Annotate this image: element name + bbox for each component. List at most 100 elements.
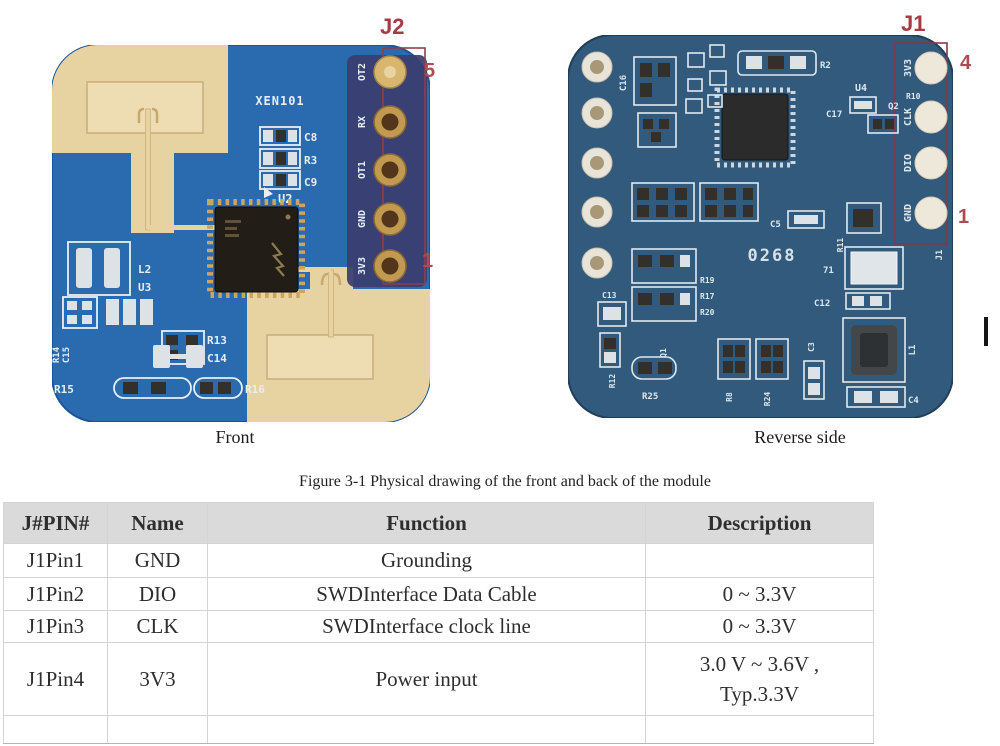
silkscreen-r24: R24 [763,392,772,407]
component-box [846,202,882,234]
feed-connector-bottom [298,267,331,272]
figure-caption: Figure 3-1 Physical drawing of the front… [299,473,711,490]
j1-connector-label: J1 [901,11,926,36]
antenna-feed-bottom [328,269,334,338]
component-box [737,50,817,76]
cell-function: SWDInterface Data Cable [207,577,646,611]
cell-pin: J1Pin2 [3,577,108,611]
silkscreen-r11: R11 [836,238,845,253]
silkscreen-u4: U4 [855,83,867,94]
mcu-chip [721,93,789,161]
silkscreen-c3: C3 [807,342,816,352]
component-box [631,286,697,322]
pin-hole [381,210,399,228]
reverse-pin-label-clk: CLK [903,108,914,126]
j2-connector-label: J2 [380,14,405,39]
pin-hole [384,66,396,78]
silkscreen-l2: L2 [138,263,151,276]
feed-hook-bottom [320,272,342,286]
cell-description: 3.0 V ~ 3.6V , Typ.3.3V [645,642,874,716]
component-r15-box [113,377,192,399]
silkscreen-datecode: 0268 [748,246,797,266]
reverse-right-pads [914,51,948,230]
silkscreen-xen101: XEN101 [255,94,304,108]
cell-description: 0 ~ 3.3V [645,610,874,643]
cell-name [107,715,208,744]
reverse-pin-label-dio: DIO [903,154,914,172]
silkscreen-r2: R2 [820,61,831,71]
component-box [755,338,789,380]
radar-chip [214,206,299,293]
table-row: J1Pin4 3V3 Power input 3.0 V ~ 3.6V , Ty… [3,642,874,716]
component-box [631,248,697,284]
reverse-pcb-body [568,35,953,418]
feed-hook-top [137,107,159,123]
j1-pin1-number: 1 [958,206,970,228]
cursor-tick-mark [984,317,988,346]
reverse-pin-label-gnd: GND [903,204,914,222]
cell-name: GND [107,543,208,578]
header-description: Description [645,502,874,544]
silkscreen-c9: C9 [304,176,317,189]
silkscreen-c5: C5 [770,220,781,230]
j2-pin1-number: 1 [422,250,434,272]
reverse-board-caption: Reverse side [754,427,846,447]
pin-hole [381,113,399,131]
silkscreen-r10: R10 [906,92,921,101]
silkscreen-r12: R12 [608,374,617,389]
silkscreen-c13: C13 [602,291,617,300]
silkscreen-u3: U3 [138,281,151,294]
cell-description: 0 ~ 3.3V [645,577,874,611]
front-board-image: OT2 RX OT1 GND 3V3 XEN101 C8 R3 C9 U2 L2… [52,45,430,422]
component-box [699,182,759,222]
cell-function [207,715,646,744]
reverse-board-image: 3V3 CLK DIO GND J1 0268 C16 R2 U4 C17 Q2… [568,35,953,418]
header-name: Name [107,502,208,544]
silkscreen-q2: Q2 [888,102,899,112]
chip-logo [271,242,285,277]
pin-hole [381,257,399,275]
reverse-left-pads [581,51,613,279]
silkscreen-c17: C17 [826,110,842,120]
header-jpin: J#PIN# [3,502,108,544]
table-row: J1Pin1 GND Grounding [3,543,874,578]
antenna-patch-top [86,81,204,134]
cell-pin: J1Pin3 [3,610,108,643]
table-row: J1Pin3 CLK SWDInterface clock line 0 ~ 3… [3,610,874,643]
silkscreen-r13: R13 [207,334,227,347]
j1-pin4-number: 4 [960,52,972,74]
cell-pin: J1Pin1 [3,543,108,578]
reverse-pin-label-3v3: 3V3 [903,59,914,77]
silkscreen-r17: R17 [700,292,715,301]
component-box [637,112,677,148]
silkscreen-r15: R15 [54,383,74,396]
silkscreen-r19: R19 [700,276,715,285]
pin-description-table: J#PIN# Name Function Description J1Pin1 … [3,502,874,744]
front-board-caption: Front [215,427,255,447]
silkscreen-71: 71 [823,266,834,276]
inductor-outline [842,317,906,383]
j1-bracket [894,42,948,245]
silkscreen-c14: C14 [207,352,227,365]
component-l2-box [67,241,131,296]
component-box [633,56,677,106]
silkscreen-r3: R3 [304,154,317,167]
feed-connector-top [148,225,216,230]
cell-name: 3V3 [107,642,208,716]
antenna-feed-top [145,108,151,231]
cell-description [645,715,874,744]
front-pin-label-ot1: OT1 [357,161,368,179]
table-row-empty [3,715,874,744]
silkscreen-q1: Q1 [659,348,668,358]
front-pin-label-ot2: OT2 [357,63,368,81]
silkscreen-c8: C8 [304,131,317,144]
front-pins [373,55,407,283]
silkscreen-r16: R16 [245,383,265,396]
silkscreen-c4: C4 [908,396,919,406]
j2-pin5-number: 5 [424,60,436,82]
cell-pin: J1Pin4 [3,642,108,716]
component-box [62,296,98,329]
silkscreen-r14: R14 [52,346,62,363]
component-c9 [259,170,301,190]
